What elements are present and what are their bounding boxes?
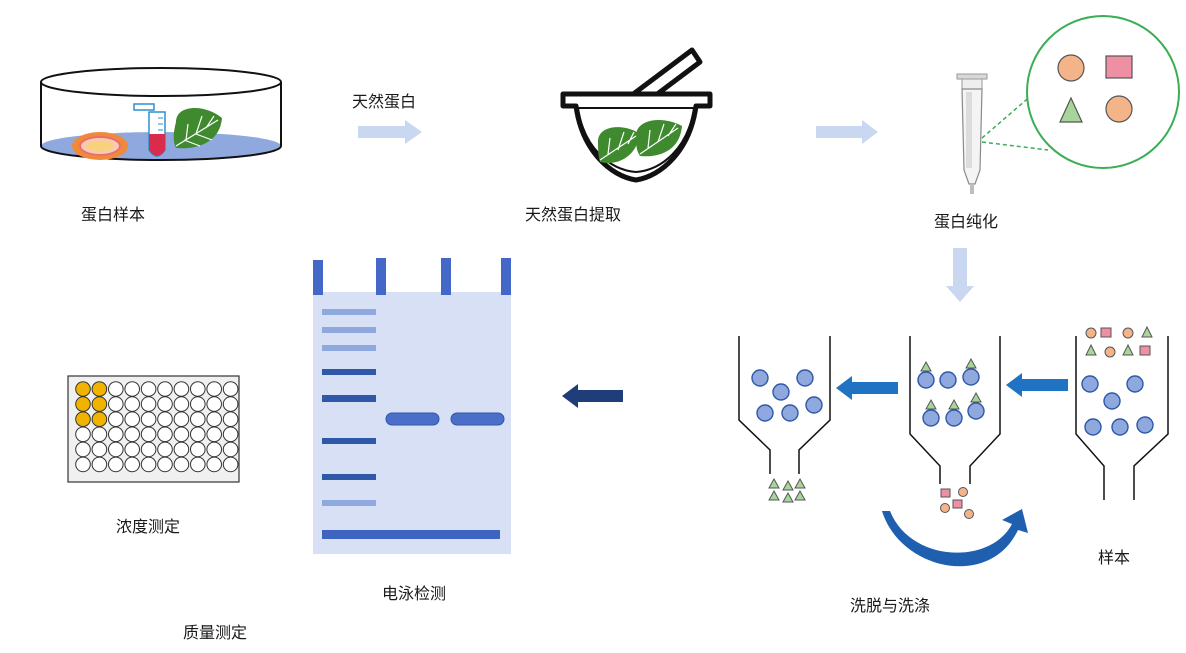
well-empty: [222, 396, 239, 412]
label-quality: 质量测定: [183, 623, 248, 642]
label-sample: 样本: [1098, 548, 1131, 567]
well-empty: [140, 381, 157, 397]
well-empty: [140, 456, 157, 473]
well-empty: [190, 456, 206, 473]
well-empty: [190, 441, 206, 458]
well-empty: [206, 441, 222, 458]
electrophoresis-gel: [313, 258, 511, 554]
well-filled: [75, 411, 91, 428]
well-empty: [190, 381, 206, 397]
well-empty: [173, 456, 190, 473]
well-empty: [140, 396, 157, 412]
zoom-line: [981, 141, 1049, 151]
well-empty: [222, 381, 239, 397]
well-empty: [124, 381, 140, 397]
well-empty: [157, 381, 173, 397]
arrow-left-blue: [1006, 373, 1068, 397]
label-electrophoresis: 电泳检测: [382, 584, 447, 603]
label-elution-wash: 洗脱与洗涤: [850, 596, 931, 615]
test-tube-icon: [133, 103, 166, 157]
well-empty: [157, 456, 173, 473]
well-empty: [108, 441, 124, 458]
arrow-down-light: [946, 248, 974, 302]
arrow-right-light: [816, 120, 878, 144]
well-empty: [206, 426, 222, 443]
well-empty: [206, 381, 222, 397]
well-empty: [124, 426, 140, 443]
label-protein-sample: 蛋白样本: [81, 205, 146, 224]
well-empty: [206, 396, 222, 412]
well-empty: [91, 441, 108, 458]
well-empty: [140, 441, 157, 458]
well-empty: [190, 396, 206, 412]
well-empty: [222, 456, 239, 473]
well-empty: [108, 411, 124, 428]
well-empty: [157, 396, 173, 412]
well-empty: [222, 441, 239, 458]
well-empty: [108, 426, 124, 443]
well-empty: [124, 411, 140, 428]
well-empty: [75, 456, 91, 473]
well-empty: [140, 426, 157, 443]
zoom-circle: [1026, 15, 1180, 169]
well-empty: [91, 426, 108, 443]
well-filled: [91, 411, 108, 428]
well-empty: [157, 426, 173, 443]
well-filled: [75, 381, 91, 397]
well-empty: [75, 426, 91, 443]
well-filled: [75, 396, 91, 412]
mortar-pestle-icon: [560, 47, 713, 183]
well-empty: [206, 411, 222, 428]
label-native-protein: 天然蛋白: [352, 92, 417, 111]
well-plate: [67, 375, 240, 483]
arrow-left-blue: [836, 376, 898, 400]
well-empty: [173, 441, 190, 458]
well-empty: [124, 441, 140, 458]
well-empty: [206, 456, 222, 473]
well-empty: [108, 381, 124, 397]
well-empty: [157, 441, 173, 458]
well-empty: [190, 426, 206, 443]
well-empty: [173, 396, 190, 412]
well-empty: [140, 411, 157, 428]
cycle-arrow: [882, 509, 1028, 567]
well-empty: [173, 411, 190, 428]
label-native-extraction: 天然蛋白提取: [525, 205, 622, 224]
well-empty: [124, 456, 140, 473]
well-empty: [124, 396, 140, 412]
well-empty: [190, 411, 206, 428]
well-empty: [173, 426, 190, 443]
washed-column: [738, 336, 831, 503]
arrow-left-dark: [562, 384, 623, 408]
well-empty: [108, 456, 124, 473]
arrow-right-light: [358, 120, 422, 144]
label-concentration: 浓度测定: [116, 517, 181, 536]
well-empty: [91, 456, 108, 473]
well-empty: [222, 426, 239, 443]
purification-column-icon: [956, 73, 988, 194]
well-empty: [75, 441, 91, 458]
leaf-icon: [173, 107, 222, 149]
well-empty: [108, 396, 124, 412]
well-empty: [157, 411, 173, 428]
well-empty: [173, 381, 190, 397]
sample-column: [1075, 325, 1169, 500]
well-filled: [91, 396, 108, 412]
binding-column: [909, 336, 1001, 519]
well-empty: [222, 411, 239, 428]
label-purification: 蛋白纯化: [934, 212, 999, 231]
well-filled: [91, 381, 108, 397]
